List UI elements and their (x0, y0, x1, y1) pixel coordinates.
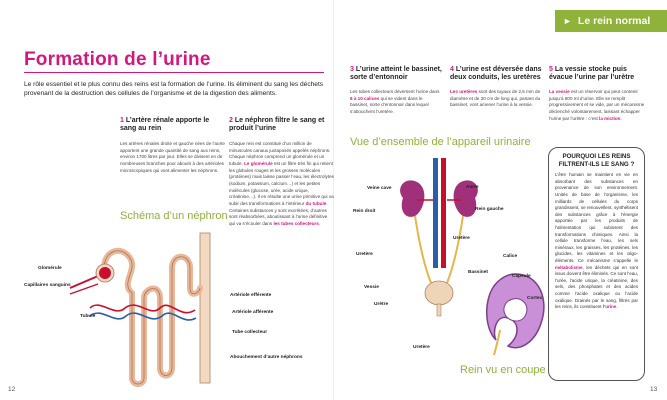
tubule-outline (103, 250, 201, 385)
page-gutter (333, 0, 334, 400)
nephron-heading: Schéma d’un néphron (120, 210, 228, 222)
step-3-body: Les tubes collecteurs déversent l’urine … (350, 89, 440, 114)
kidney-section-heading: Rein vu en coupe (460, 364, 546, 376)
kidney-section-diagram (486, 273, 545, 355)
label-veine-cave: Veine cave (367, 186, 392, 191)
glomerule-shape (99, 267, 111, 279)
tubule-shape (101, 247, 203, 387)
step-5-body: La vessie est un réservoir qui peut cont… (549, 89, 645, 121)
step-2-body: Chaque rein est constitué d’un million d… (229, 141, 334, 226)
page-title: Formation de l’urine (24, 49, 211, 70)
section-band: ► Le rein normal (555, 10, 667, 32)
info-box-text: L’être humain se maintient en vie en abs… (555, 172, 638, 310)
step-1-body: Les artères rénales droite et gauche née… (120, 141, 225, 173)
urethra-shape (436, 303, 442, 317)
capillary-red (89, 304, 196, 314)
label-tubule: Tubule (80, 314, 96, 319)
page-number-right: 13 (650, 386, 658, 393)
vena-cava-shape (433, 158, 438, 268)
info-box: POURQUOI LES REINS FILTRENT-ILS LE SANG … (548, 147, 645, 381)
label-capillaires: Capillaires sanguins (24, 283, 71, 288)
label-cortex: Cortex (527, 296, 543, 301)
pelvis-shape (503, 298, 528, 322)
label-rein-droit: Rein droit (353, 209, 376, 214)
aorta-shape (441, 158, 446, 268)
efferent-shape (69, 283, 99, 295)
bladder-shape (424, 280, 454, 306)
step-4-body: Les uretères sont des tuyaux de 2,5 mm d… (450, 89, 541, 108)
collecting-tube-shape (199, 232, 211, 384)
label-afferente: Artériole afférente (232, 310, 274, 315)
afferent-shape (69, 275, 99, 289)
label-efferente: Artériole efférente (230, 293, 272, 298)
section-band-label: Le rein normal (577, 15, 651, 27)
arrow-right-icon: ► (563, 16, 572, 26)
label-glomerule: Glomérule (38, 266, 62, 271)
label-abouchement: Abouchement d’autre néphrons (230, 355, 303, 360)
label-uretere-bottom: Uretère (413, 345, 430, 350)
right-ureter-shape (414, 215, 432, 284)
label-uretere-mid: Uretère (453, 236, 470, 241)
capillary-blue (89, 312, 197, 321)
label-uretere-left: Uretère (356, 252, 373, 257)
urinary-system-diagram (400, 158, 478, 317)
left-ureter-shape (446, 215, 464, 284)
label-capsule: Capsule (512, 274, 531, 279)
left-kidney-shape (453, 180, 478, 217)
label-vessie: Vessie (364, 285, 379, 290)
label-aorte: Aorte (466, 185, 479, 190)
title-underline (24, 72, 324, 73)
right-kidney-shape (400, 180, 425, 217)
info-box-title: POURQUOI LES REINS FILTRENT-ILS LE SANG … (558, 153, 635, 169)
label-calice: Calice (503, 254, 518, 259)
page-number-left: 12 (8, 386, 16, 393)
nephron-diagram (69, 232, 211, 387)
label-rein-gauche: Rein gauche (475, 207, 504, 212)
label-uretre: Urètre (374, 302, 389, 307)
intro-paragraph: Le rôle essentiel et le plus connu des r… (24, 81, 324, 98)
section-ureter-shape (493, 329, 501, 355)
label-collecteur: Tube collecteur (232, 330, 268, 335)
overview-heading: Vue d’ensemble de l’appareil urinaire (350, 136, 531, 148)
label-bassinet: Bassinet (468, 270, 488, 275)
